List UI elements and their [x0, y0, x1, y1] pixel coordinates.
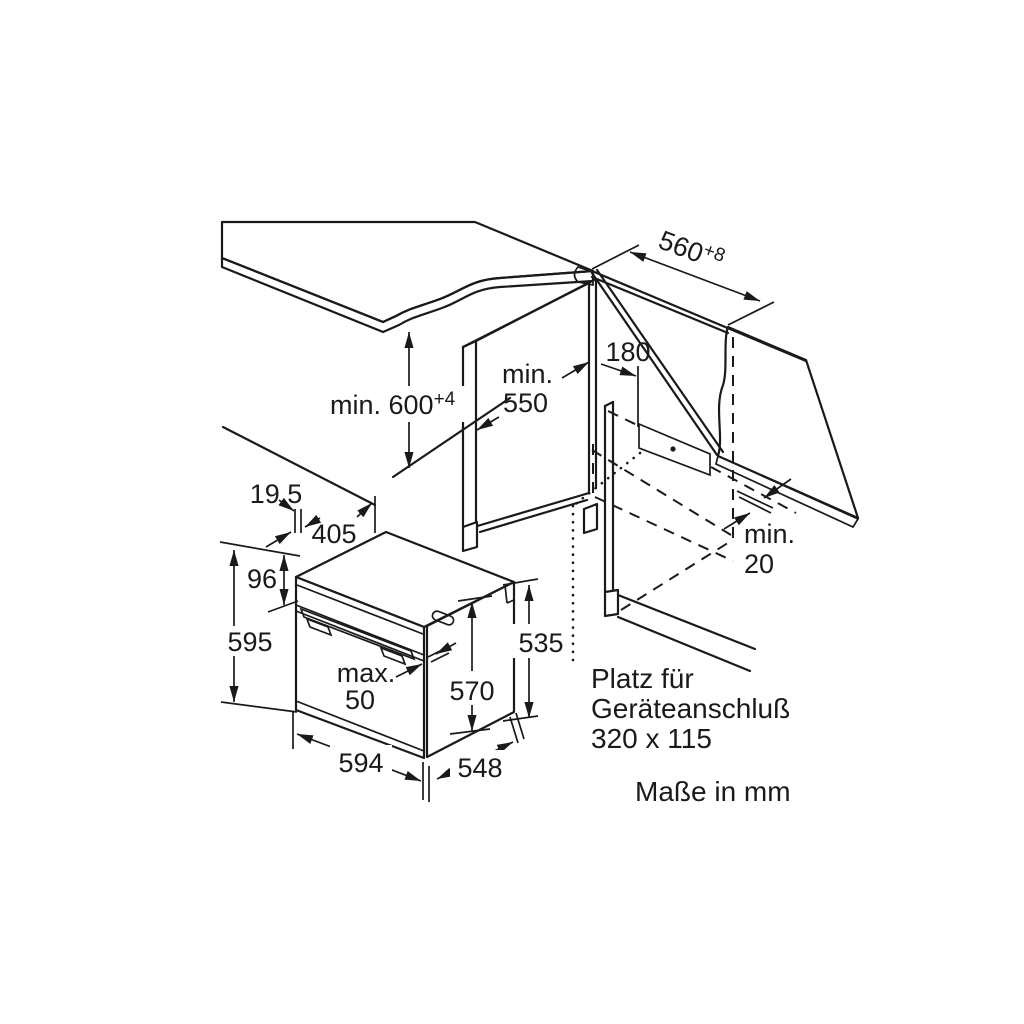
- dim-600-label: min. 600: [330, 390, 434, 420]
- dim-180: 180: [561, 337, 651, 379]
- oven-handle: [299, 607, 416, 666]
- niche-back-wall: [716, 325, 860, 520]
- niche-foot: [603, 588, 620, 618]
- worktop-top-surface: [220, 220, 595, 324]
- dim-19-5: 19,5: [250, 479, 303, 548]
- dim-19-5-label: 19,5: [250, 479, 303, 509]
- dim-595-label: 595: [227, 627, 272, 657]
- dim-550-label: 550: [503, 388, 548, 418]
- control-panel-bottom: [295, 604, 425, 656]
- dim-570: 570: [445, 595, 499, 735]
- wall-bottom-band: [715, 454, 860, 529]
- worktop: [220, 220, 595, 334]
- dim-594-label: 594: [338, 748, 383, 778]
- dim-550-prefix: min.: [502, 359, 553, 389]
- dim-max50-prefix: max.: [337, 658, 396, 688]
- cabinet-bottom-edge: [472, 491, 591, 529]
- oven: [294, 530, 516, 760]
- dim-595: 595: [220, 550, 298, 713]
- side-grip-slot: [431, 610, 455, 626]
- dim-20-label: 20: [744, 549, 774, 579]
- dim-548-label: 548: [457, 753, 502, 783]
- niche-ceiling-edge: [590, 271, 719, 457]
- dim-550: min. 550: [476, 359, 553, 431]
- niche-column: [571, 268, 860, 673]
- niche-top-edge: [590, 269, 808, 363]
- connection-leader: [571, 451, 642, 663]
- dim-20-prefix: min.: [744, 519, 795, 549]
- dim-600: min. 600+4: [324, 332, 470, 468]
- dim-594: 594: [292, 712, 430, 802]
- dim-max50-label: 50: [345, 685, 375, 715]
- connection-label-line2: Geräteanschluß: [591, 693, 790, 724]
- dim-180-label: 180: [605, 337, 650, 367]
- dim-535-label: 535: [518, 628, 563, 658]
- dim-405: 405: [304, 496, 376, 549]
- niche-hidden-edges: [591, 337, 797, 611]
- worktop-corner-band: [573, 266, 594, 287]
- connection-label-line3: 320 x 115: [591, 723, 712, 754]
- connection-label: Platz für Geräteanschluß 320 x 115: [591, 663, 790, 754]
- dim-96-label: 96: [247, 564, 277, 594]
- tall-cabinet: [221, 277, 599, 553]
- dim-535: 535: [502, 578, 570, 722]
- svg-text:min. 600+4: min. 600+4: [330, 389, 456, 420]
- dim-570-label: 570: [449, 676, 494, 706]
- cabinet-foot-right: [582, 502, 599, 535]
- connection-area-hatch: [637, 366, 711, 477]
- connection-dot: [670, 446, 676, 452]
- dim-96: 96: [219, 541, 301, 613]
- svg-text:560+8: 560+8: [655, 224, 728, 276]
- dim-20: min. 20: [723, 478, 795, 579]
- units-note: Maße in mm: [635, 776, 791, 807]
- dim-600-tolerance: +4: [434, 389, 456, 410]
- dim-548: 548: [436, 712, 525, 783]
- counter-front-line: [221, 425, 377, 507]
- connection-label-line1: Platz für: [591, 663, 694, 694]
- worktop-edge-band: [220, 256, 595, 334]
- dim-560-label: 560: [655, 225, 708, 269]
- cabinet-foot-left: [461, 520, 479, 553]
- dim-405-label: 405: [311, 519, 356, 549]
- dim-max50: max. 50: [337, 642, 457, 715]
